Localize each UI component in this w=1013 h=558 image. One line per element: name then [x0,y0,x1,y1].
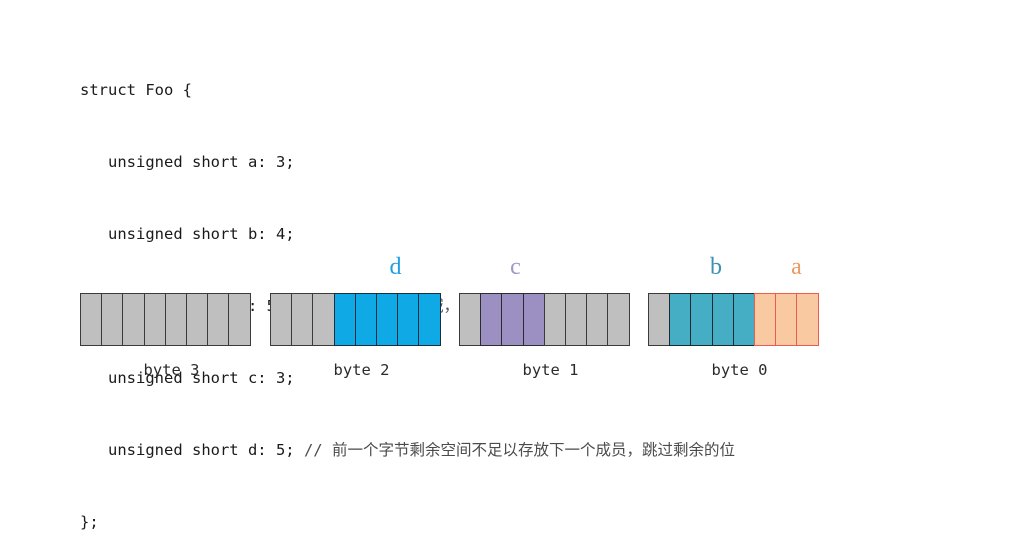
code-line: }; [80,510,735,534]
code-line-text: struct Foo { [80,81,192,99]
bit-cell [607,293,631,346]
bit-cell [397,293,421,346]
bit-cell [648,293,671,346]
code-line: struct Foo { [80,78,735,102]
bit-cell [711,293,735,346]
code-line: unsigned short a: 3; [80,150,735,174]
code-line-text: unsigned short d: 5; [80,441,304,459]
bit-cell [480,293,503,346]
bit-cell [122,293,146,346]
field-label-d: d [389,254,402,280]
field-label-c: c [510,254,521,280]
bit-cell [164,293,188,346]
bit-cell [354,293,378,346]
bit-cell [80,293,103,346]
byte-group-byte-3 [80,293,252,346]
bit-cell [376,293,399,346]
bit-cell [291,293,314,346]
bit-cell [459,293,482,346]
code-line-comment: // 前一个字节剩余空间不足以存放下一个成员，跳过剩余的位 [303,441,735,459]
bit-cell [565,293,588,346]
code-line: unsigned short d: 5; // 前一个字节剩余空间不足以存放下一… [80,438,735,462]
bit-cell [312,293,336,346]
code-line-text: unsigned short c: 3; [80,369,295,387]
code-line: unsigned short c: 3; [80,366,735,390]
code-line-text: unsigned short b: 4; [80,225,295,243]
byte-label-byte-2: byte 2 [333,361,390,379]
field-label-a: a [791,254,802,280]
bit-cell [669,293,692,346]
byte-group-byte-2 [270,293,442,346]
byte-group-byte-0 [648,293,820,346]
bit-cell [228,293,252,346]
bit-cell [775,293,799,346]
code-line-text: unsigned short a: 3; [80,153,295,171]
byte-label-byte-3: byte 3 [143,361,200,379]
byte-group-byte-1 [459,293,631,346]
bit-cell [333,293,357,346]
code-line-text: }; [80,513,99,531]
code-line: unsigned short b: 4; [80,222,735,246]
field-label-b: b [710,254,722,280]
bit-cell [418,293,442,346]
byte-label-byte-1: byte 1 [522,361,579,379]
byte-label-byte-0: byte 0 [711,361,768,379]
bitfield-layout-diagram: byte 3 d byte 2 c byte 1 b a byte 0 [0,252,1013,402]
bit-cell [186,293,209,346]
bit-cell [522,293,546,346]
bit-cell [543,293,567,346]
bit-cell [143,293,167,346]
bit-cell [586,293,610,346]
bit-cell [501,293,525,346]
bit-cell [690,293,714,346]
bit-cell [754,293,777,346]
bit-cell [270,293,293,346]
bit-cell [796,293,820,346]
bit-cell [207,293,231,346]
bit-cell [101,293,124,346]
bit-cell [732,293,756,346]
